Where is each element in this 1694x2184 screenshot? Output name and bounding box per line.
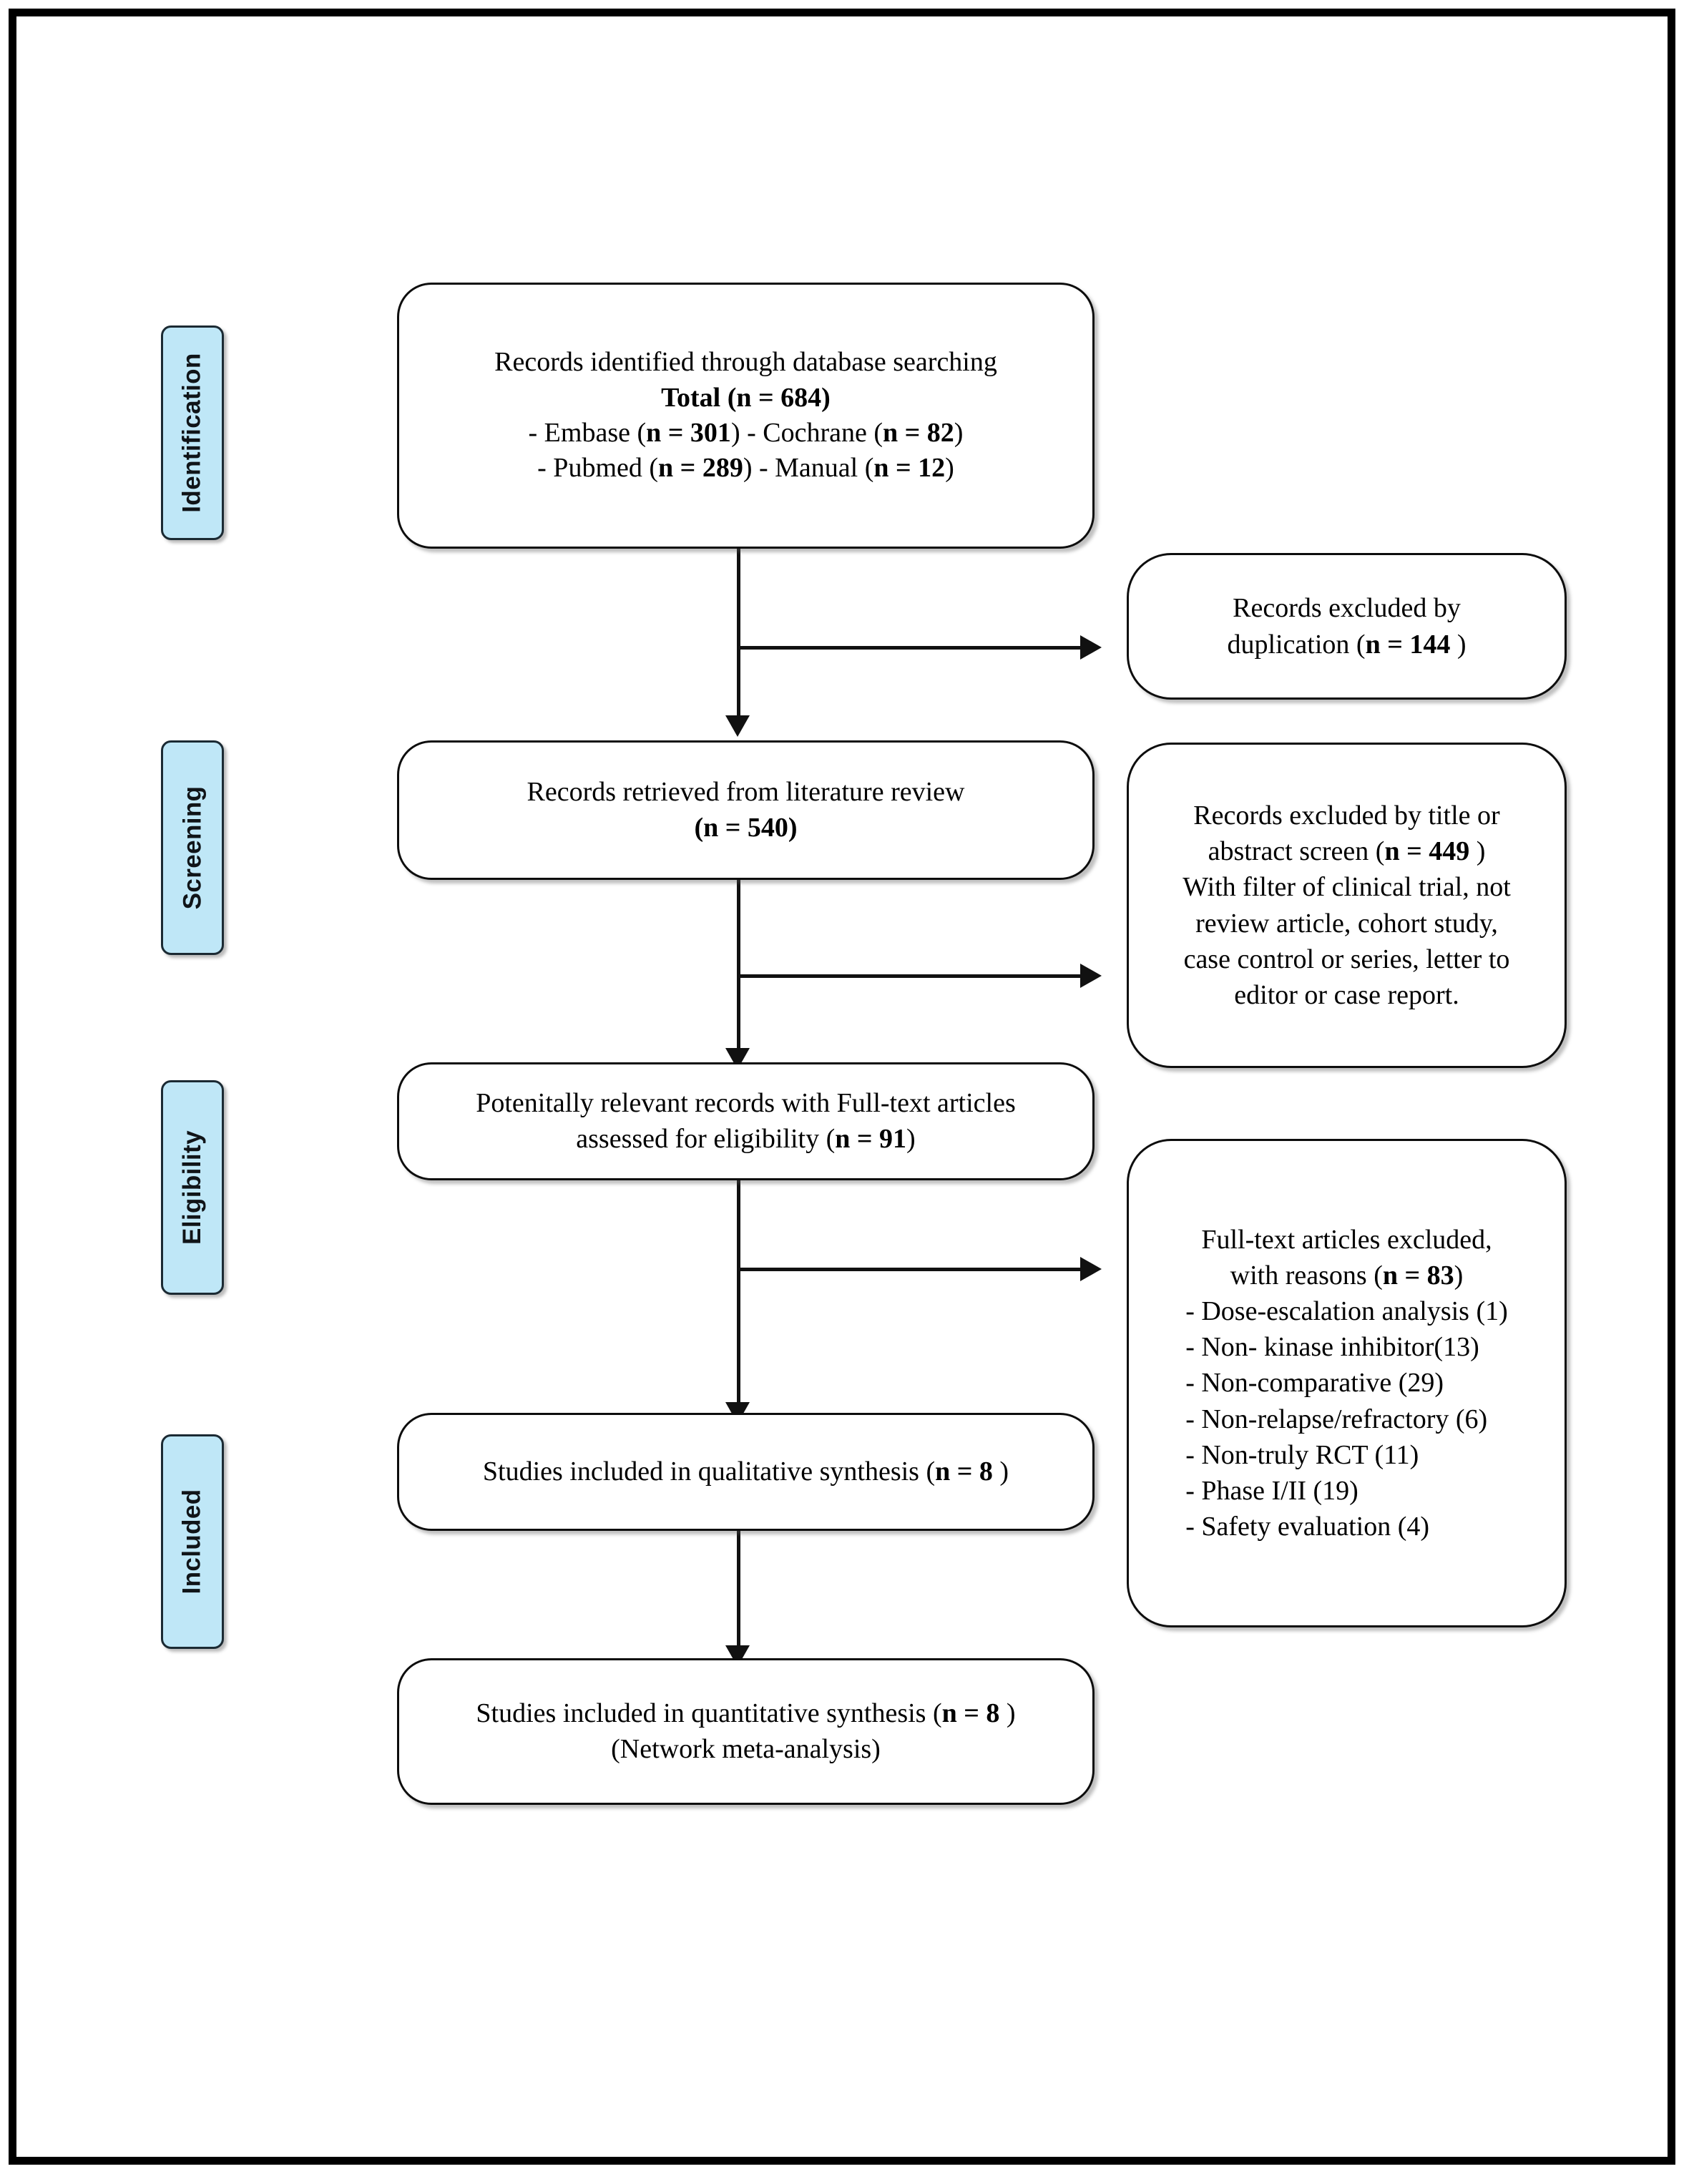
records-identified-line1: Records identified through database sear… xyxy=(494,347,997,378)
arrowhead-fulltext-to-excluded xyxy=(1080,1257,1102,1281)
excluded-fulltext-head2: with reasons (n = 83) xyxy=(1230,1260,1464,1291)
box-excluded-duplication: Records excluded by duplication (n = 144… xyxy=(1127,553,1567,700)
box-qualitative-synthesis: Studies included in qualitative synthesi… xyxy=(397,1413,1095,1531)
arrowhead-identified-to-duplication xyxy=(1080,635,1102,660)
quantitative-synthesis-line1: Studies included in quantitative synthes… xyxy=(476,1698,1016,1729)
records-identified-total: Total (n = 684) xyxy=(661,382,831,413)
excluded-duplication-line2: duplication (n = 144 ) xyxy=(1227,629,1467,660)
records-identified-line4: - Pubmed (n = 289) - Manual (n = 12) xyxy=(537,453,954,484)
connector-qualitative-to-quantitative xyxy=(737,1506,740,1656)
excluded-fulltext-head1: Full-text articles excluded, xyxy=(1201,1224,1492,1255)
records-retrieved-line1: Records retrieved from literature review xyxy=(527,777,965,808)
stage-bar-screening: Screening xyxy=(161,740,224,955)
excluded-title-abstract-line5: case control or series, letter to xyxy=(1183,944,1510,974)
connector-identified-to-duplication xyxy=(738,646,1082,650)
excluded-title-abstract-line1: Records excluded by title or xyxy=(1193,800,1500,831)
stage-label-identification: Identification xyxy=(178,353,207,513)
exclusion-reason-dose-escalation: - Dose-escalation analysis (1) xyxy=(1185,1296,1508,1327)
arrowhead-identified-to-retrieved xyxy=(725,715,750,737)
connector-retrieved-to-fulltext xyxy=(737,880,740,1059)
excluded-title-abstract-line4: review article, cohort study, xyxy=(1195,908,1498,939)
arrowhead-retrieved-to-title-abstract xyxy=(1080,964,1102,988)
exclusion-reason-non-comparative: - Non-comparative (29) xyxy=(1185,1368,1444,1399)
exclusion-reason-non-relapse-refractory: - Non-relapse/refractory (6) xyxy=(1185,1404,1488,1434)
stage-bar-identification: Identification xyxy=(161,325,224,540)
stage-label-eligibility: Eligibility xyxy=(178,1130,207,1245)
qualitative-synthesis-line1: Studies included in qualitative synthesi… xyxy=(482,1456,1009,1487)
records-identified-line3: - Embase (n = 301) - Cochrane (n = 82) xyxy=(528,418,964,448)
exclusion-reason-non-kinase-inhibitor: - Non- kinase inhibitor(13) xyxy=(1185,1332,1479,1363)
exclusion-reason-non-truly-rct: - Non-truly RCT (11) xyxy=(1185,1439,1419,1470)
box-excluded-fulltext: Full-text articles excluded, with reason… xyxy=(1127,1139,1567,1627)
connector-identified-to-retrieved xyxy=(737,547,740,726)
stage-label-screening: Screening xyxy=(178,785,207,910)
connector-retrieved-to-title-abstract xyxy=(738,974,1082,978)
box-records-retrieved: Records retrieved from literature review… xyxy=(397,740,1095,880)
page-border-frame xyxy=(9,9,1675,2165)
stage-label-included: Included xyxy=(178,1489,207,1595)
excluded-title-abstract-line2: abstract screen (n = 449 ) xyxy=(1208,836,1486,867)
excluded-title-abstract-line6: editor or case report. xyxy=(1234,979,1459,1010)
exclusion-reason-phase-i-ii: - Phase I/II (19) xyxy=(1185,1475,1358,1506)
quantitative-synthesis-line2: (Network meta-analysis) xyxy=(611,1733,881,1764)
records-retrieved-count: (n = 540) xyxy=(694,812,798,843)
excluded-duplication-line1: Records excluded by xyxy=(1233,593,1461,624)
stage-bar-eligibility: Eligibility xyxy=(161,1080,224,1295)
exclusion-reason-safety-evaluation: - Safety evaluation (4) xyxy=(1185,1512,1430,1542)
connector-fulltext-to-excluded xyxy=(738,1268,1082,1271)
box-fulltext-assessed: Potenitally relevant records with Full-t… xyxy=(397,1062,1095,1180)
connector-fulltext-to-qualitative xyxy=(737,1180,740,1413)
fulltext-assessed-line1: Potenitally relevant records with Full-t… xyxy=(476,1088,1016,1119)
box-excluded-title-abstract: Records excluded by title or abstract sc… xyxy=(1127,743,1567,1068)
fulltext-assessed-line2: assessed for eligibility (n = 91) xyxy=(576,1123,916,1154)
box-records-identified: Records identified through database sear… xyxy=(397,283,1095,549)
box-quantitative-synthesis: Studies included in quantitative synthes… xyxy=(397,1658,1095,1805)
stage-bar-included: Included xyxy=(161,1434,224,1649)
excluded-title-abstract-line3: With filter of clinical trial, not xyxy=(1183,872,1511,903)
